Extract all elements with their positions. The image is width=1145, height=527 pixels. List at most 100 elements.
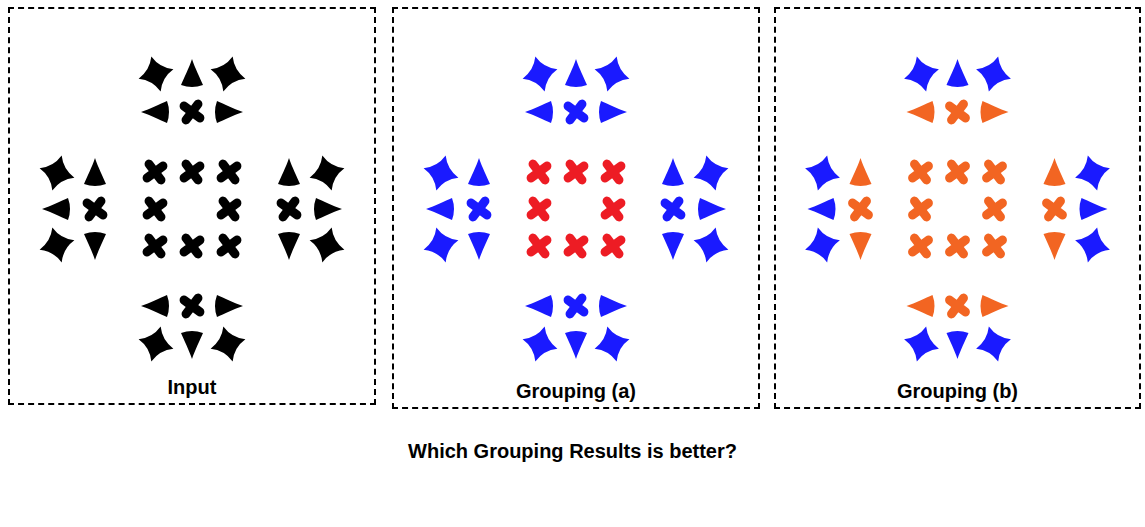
grouping-shape: [84, 232, 106, 260]
grouping-shape: [981, 295, 1009, 317]
grouping-shape: [305, 223, 349, 267]
grouping-shape: [565, 59, 587, 87]
grouping-shape: [907, 101, 935, 123]
grouping-shape: [468, 158, 490, 186]
grouping-shape: [134, 322, 178, 366]
grouping-shape: [568, 238, 584, 254]
grouping-shape: [184, 298, 200, 314]
grouping-shape: [35, 151, 79, 195]
grouping-shape: [850, 232, 872, 260]
grouping-shape: [426, 198, 454, 220]
grouping-shape: [147, 238, 163, 254]
grouping-shape: [689, 151, 733, 195]
grouping-shape: [800, 223, 844, 267]
grouping-shape: [800, 151, 844, 195]
panel-box: Grouping (a): [392, 7, 760, 409]
grouping-shape: [278, 232, 300, 260]
grouping-shape: [525, 101, 553, 123]
grouping-shape: [531, 238, 547, 254]
grouping-shape: [468, 232, 490, 260]
grouping-shape: [899, 322, 943, 366]
grouping-shape: [419, 151, 463, 195]
grouping-shape: [1080, 198, 1108, 220]
caption-row: Which Grouping Results is better?: [0, 440, 1145, 463]
grouping-shape: [1070, 223, 1114, 267]
grouping-shape: [971, 322, 1015, 366]
grouping-shape: [206, 52, 250, 96]
grouping-shape: [913, 201, 929, 217]
grouping-shape: [84, 158, 106, 186]
panel-shapes: [419, 52, 733, 366]
grouping-shape: [662, 232, 684, 260]
grouping-shape: [518, 322, 562, 366]
grouping-shape: [525, 295, 553, 317]
grouping-shape: [987, 201, 1003, 217]
grouping-shape: [599, 295, 627, 317]
panel-shapes: [35, 52, 349, 366]
grouping-shape: [531, 164, 547, 180]
grouping-shape: [590, 322, 634, 366]
grouping-shape: [215, 101, 243, 123]
grouping-shape: [971, 52, 1015, 96]
grouping-shape: [568, 298, 584, 314]
grouping-shape: [689, 223, 733, 267]
grouping-shape: [950, 104, 966, 120]
panel-shapes: [800, 52, 1114, 366]
grouping-shape: [531, 201, 547, 217]
grouping-shape: [35, 223, 79, 267]
grouping-shape: [419, 223, 463, 267]
grouping-shape: [215, 295, 243, 317]
grouping-shape: [181, 59, 203, 87]
grouping-shape: [665, 201, 681, 217]
grouping-shape: [913, 238, 929, 254]
grouping-shape: [568, 104, 584, 120]
grouping-shape: [314, 198, 342, 220]
grouping-shape: [471, 201, 487, 217]
grouping-shape: [987, 164, 1003, 180]
grouping-shape: [899, 52, 943, 96]
grouping-shape: [147, 201, 163, 217]
panel-box: Grouping (b): [774, 7, 1141, 409]
grouping-shape: [221, 238, 237, 254]
grouping-shape: [987, 238, 1003, 254]
grouping-shape: [850, 158, 872, 186]
panel-label: Input: [168, 376, 217, 399]
grouping-shape: [184, 164, 200, 180]
grouping-shape: [662, 158, 684, 186]
grouping-shape: [305, 151, 349, 195]
grouping-shape: [605, 201, 621, 217]
grouping-shape: [181, 331, 203, 359]
panel-label: Grouping (a): [516, 380, 636, 403]
grouping-shape: [147, 164, 163, 180]
grouping-shape: [278, 158, 300, 186]
grouping-shape: [808, 198, 836, 220]
grouping-shape: [913, 164, 929, 180]
grouping-shape: [1047, 201, 1063, 217]
grouping-shape: [1070, 151, 1114, 195]
grouping-shape: [565, 331, 587, 359]
grouping-shape: [1044, 232, 1066, 260]
grouping-shape: [950, 164, 966, 180]
grouping-shape: [518, 52, 562, 96]
grouping-shape: [184, 238, 200, 254]
grouping-shape: [87, 201, 103, 217]
grouping-shape: [568, 164, 584, 180]
grouping-shape: [605, 238, 621, 254]
grouping-shape: [42, 198, 70, 220]
grouping-shape: [947, 59, 969, 87]
panel-label: Grouping (b): [897, 380, 1018, 403]
panel-box: Input: [8, 7, 376, 405]
grouping-shape: [853, 201, 869, 217]
grouping-shape: [950, 298, 966, 314]
grouping-shape: [221, 164, 237, 180]
grouping-shape: [698, 198, 726, 220]
grouping-shape: [950, 238, 966, 254]
grouping-shape: [907, 295, 935, 317]
grouping-shape: [206, 322, 250, 366]
grouping-shape: [590, 52, 634, 96]
grouping-shape: [184, 104, 200, 120]
grouping-shape: [981, 101, 1009, 123]
grouping-shape: [947, 331, 969, 359]
grouping-shape: [134, 52, 178, 96]
grouping-shape: [141, 101, 169, 123]
